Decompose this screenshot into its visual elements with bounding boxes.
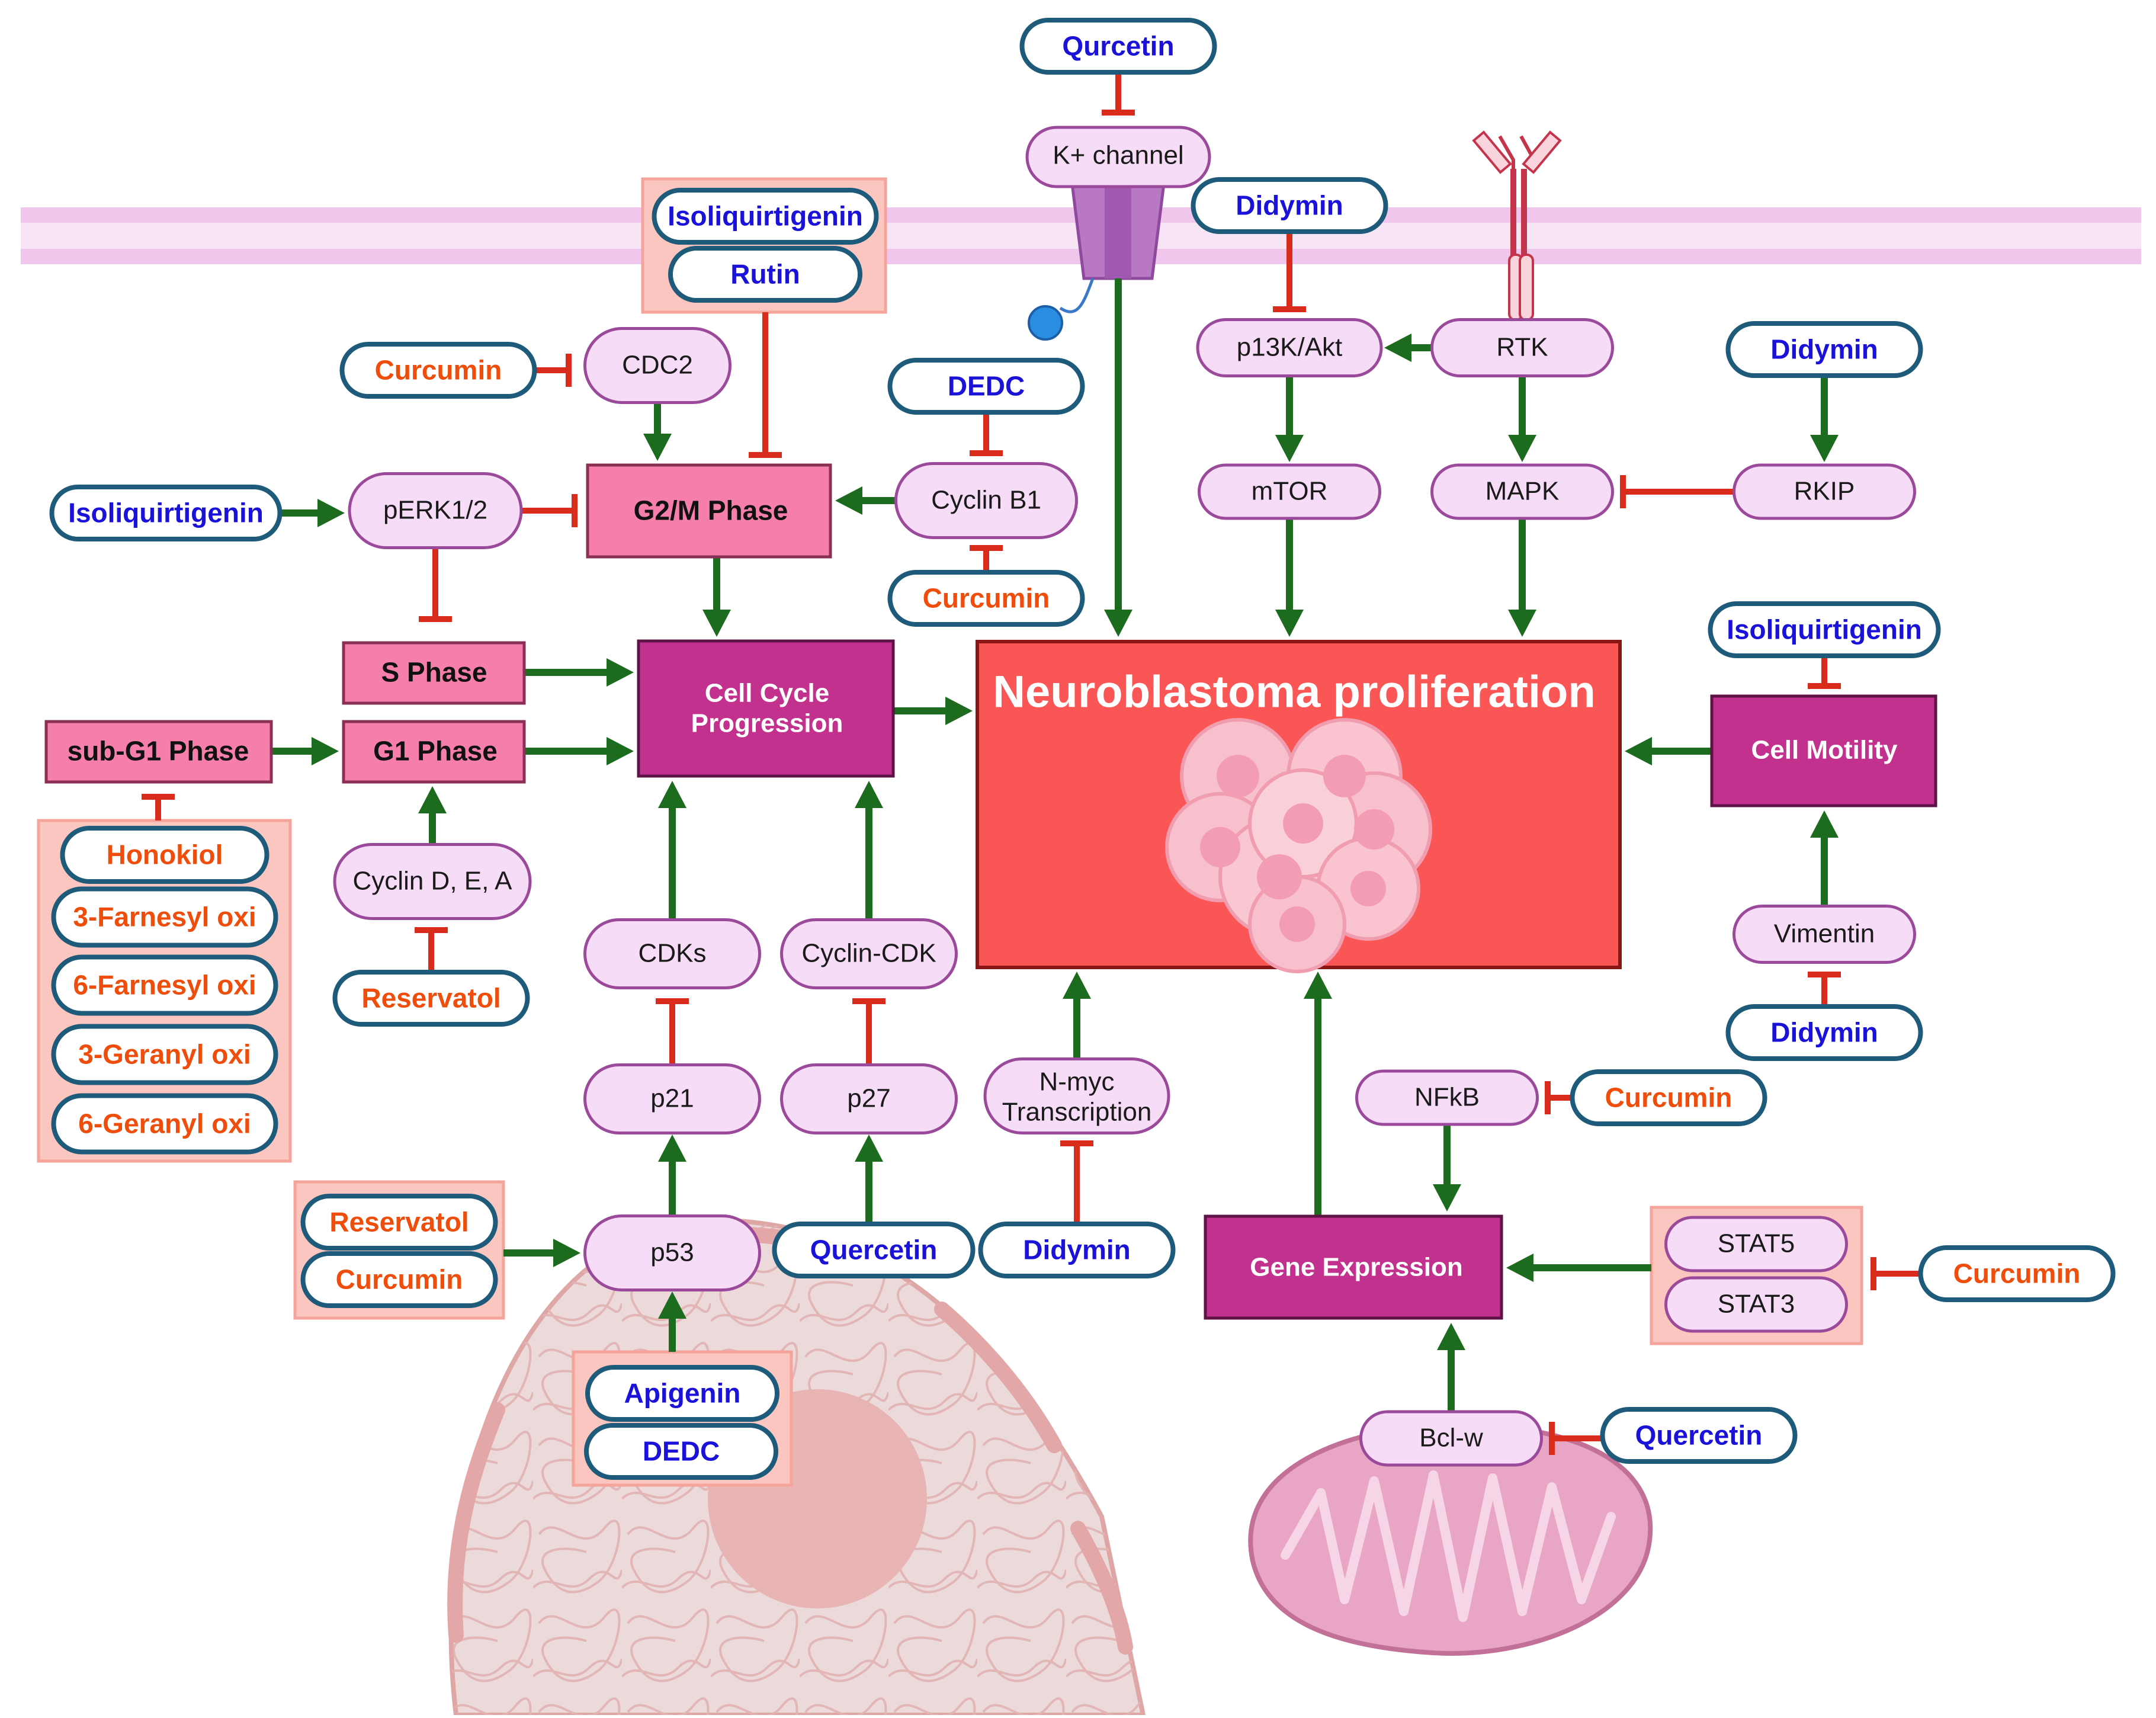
didymin-vimentin-pill bbox=[1725, 1004, 1923, 1061]
g2m-phase-box bbox=[586, 463, 832, 559]
bclw-to-gene-expression-head bbox=[1437, 1323, 1465, 1350]
dedc-top-pill bbox=[887, 358, 1085, 415]
p53-node bbox=[583, 1214, 761, 1291]
cdks-to-cellcycle-head bbox=[658, 781, 686, 808]
farnesyl3-pill bbox=[51, 886, 278, 948]
stat5-node bbox=[1664, 1216, 1848, 1273]
cyclincdk-to-cellcycle-head bbox=[855, 781, 883, 808]
curcumin-cdc2-pill bbox=[339, 342, 537, 399]
gene-expression-to-proliferation-head bbox=[1304, 972, 1332, 999]
p13k-akt-node bbox=[1196, 318, 1383, 377]
stat3-node bbox=[1664, 1276, 1848, 1333]
cyclinb1-to-g2m-head bbox=[835, 486, 862, 515]
honokiol-pill bbox=[60, 826, 270, 884]
didymin-to-rkip-head bbox=[1810, 435, 1839, 462]
apigenin-to-p53-head bbox=[658, 1291, 686, 1319]
drugs-to-p53-head bbox=[553, 1239, 580, 1267]
didymin-rkip-pill bbox=[1725, 321, 1923, 378]
quercetin-to-p27-head bbox=[855, 1134, 883, 1162]
nfkb-node bbox=[1355, 1069, 1539, 1126]
kchannel-to-proliferation-head bbox=[1104, 610, 1132, 637]
k-channel-node bbox=[1025, 126, 1211, 188]
k-channel-illustration bbox=[1028, 182, 1166, 341]
didymin-nmyc-pill bbox=[978, 1222, 1176, 1278]
p21-to-p53-up-head bbox=[658, 1134, 686, 1162]
cdc2-node bbox=[583, 327, 732, 404]
farnesyl6-pill bbox=[51, 954, 278, 1016]
rutin-pill bbox=[668, 246, 862, 303]
mtor-node bbox=[1198, 463, 1381, 520]
p21-node bbox=[583, 1063, 761, 1134]
mtor-to-proliferation-head bbox=[1275, 610, 1304, 637]
isoliquirtigenin-top-pill bbox=[652, 188, 879, 245]
gene-expression-box bbox=[1204, 1214, 1503, 1320]
nucleus-illustration bbox=[447, 1217, 1146, 1717]
p13k-to-mtor-head bbox=[1275, 435, 1304, 462]
sphase-to-cellcycle-head bbox=[607, 658, 634, 687]
g1phase-to-cellcycle-head bbox=[607, 737, 634, 765]
cyclin-dea-node bbox=[333, 843, 532, 920]
reservatol-p53-pill bbox=[300, 1194, 498, 1251]
vimentin-to-motility-head bbox=[1810, 810, 1839, 838]
g1-phase-box bbox=[342, 720, 526, 784]
cdks-node bbox=[583, 918, 761, 989]
isoliquirtigenin-perk-pill bbox=[49, 485, 283, 541]
geranyl6-pill bbox=[51, 1093, 278, 1155]
geranyl3-pill bbox=[51, 1024, 278, 1085]
cyclin-cdk-node bbox=[780, 918, 958, 989]
mapk-node bbox=[1430, 463, 1614, 520]
cell-cycle-progression-box bbox=[637, 639, 895, 778]
stat-to-gene-expression-head bbox=[1506, 1254, 1533, 1282]
cyclin-b1-node bbox=[894, 462, 1078, 539]
apigenin-pill bbox=[585, 1365, 779, 1422]
g2m-to-cellcycle-head bbox=[702, 610, 731, 637]
dedc-p53-pill bbox=[584, 1423, 778, 1480]
perk-node bbox=[348, 472, 523, 549]
isoliquirtigenin-to-perk-head bbox=[317, 499, 345, 527]
pathway-nodes bbox=[44, 18, 2116, 1480]
p27-node bbox=[780, 1063, 958, 1134]
curcumin-cyclinb1-pill bbox=[887, 570, 1085, 627]
bclw-node bbox=[1359, 1410, 1543, 1467]
reservatol-cyclin-pill bbox=[332, 970, 530, 1027]
subg1-to-g1-head bbox=[312, 737, 339, 765]
nmyc-node bbox=[983, 1057, 1170, 1134]
rtk-node bbox=[1430, 318, 1614, 377]
curcumin-nfkb-pill bbox=[1570, 1069, 1767, 1126]
cancer-cell-cluster-illustration bbox=[1165, 718, 1432, 973]
s-phase-box bbox=[342, 641, 526, 705]
rtk-to-p13k-head bbox=[1384, 334, 1411, 362]
rtk-receptor-illustration bbox=[1472, 130, 1562, 323]
mapk-to-proliferation-head bbox=[1508, 610, 1536, 637]
isoliquirtigenin-motility-pill bbox=[1708, 601, 1941, 658]
cdc2-to-g2m-head bbox=[643, 434, 672, 461]
vimentin-node bbox=[1732, 905, 1916, 964]
cell-motility-box bbox=[1710, 694, 1937, 807]
mitochondrion-illustration bbox=[1248, 1422, 1653, 1656]
curcumin-stat-pill bbox=[1918, 1245, 2116, 1302]
quercetin-p27-pill bbox=[772, 1222, 976, 1278]
cellcycle-to-proliferation-head bbox=[945, 697, 973, 725]
pathway-links bbox=[142, 72, 1920, 1455]
didymin-pi3k-pill bbox=[1191, 177, 1388, 234]
nmyc-to-proliferation-head bbox=[1063, 972, 1091, 999]
rkip-node bbox=[1732, 463, 1916, 520]
motility-to-proliferation-head bbox=[1625, 737, 1652, 765]
qurcetin-top-pill bbox=[1019, 18, 1217, 75]
quercetin-bclw-pill bbox=[1600, 1407, 1798, 1464]
cyclindea-to-g1-head bbox=[418, 786, 447, 813]
subg1-phase-box bbox=[44, 720, 273, 784]
nfkb-to-gene-expression-head bbox=[1433, 1184, 1461, 1211]
rtk-to-mapk-head bbox=[1508, 435, 1536, 462]
curcumin-p53-pill bbox=[300, 1251, 498, 1308]
